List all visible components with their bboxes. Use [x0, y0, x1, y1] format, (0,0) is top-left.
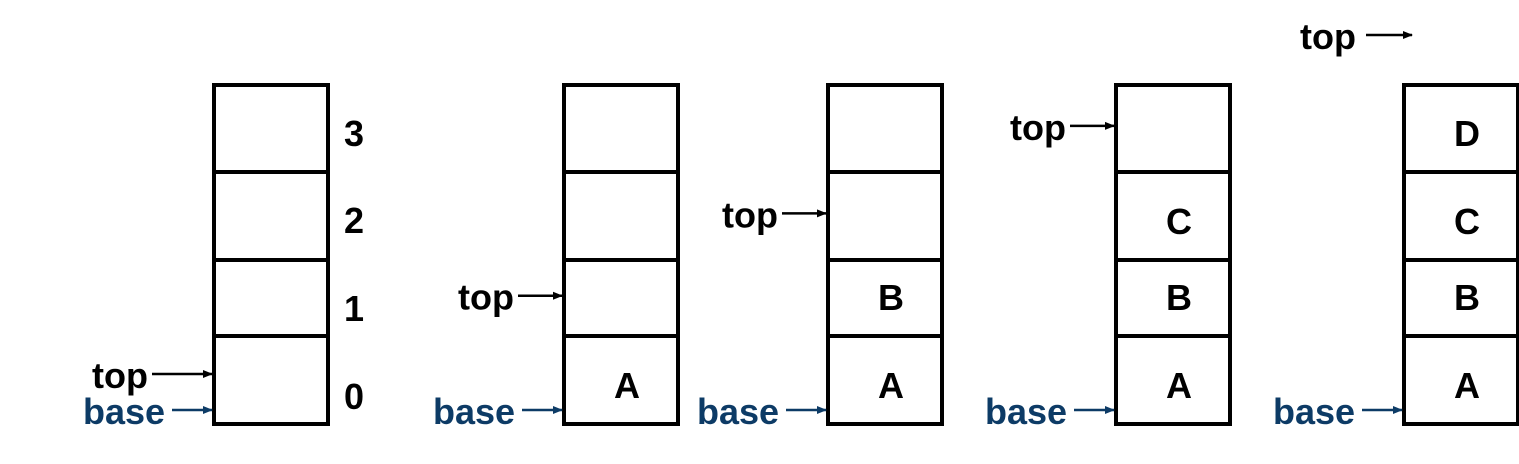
top-label: top: [92, 355, 148, 396]
index-label: 1: [344, 288, 364, 329]
cell-value: B: [1166, 277, 1192, 318]
cell-value: B: [1454, 277, 1480, 318]
cell-value: B: [878, 277, 904, 318]
stack-cell: [1114, 83, 1232, 174]
cell-value: A: [878, 365, 904, 406]
cell-value: A: [1166, 365, 1192, 406]
stack-cell: [212, 170, 330, 262]
index-labels: 3 2 1 0: [344, 113, 364, 417]
stack-cell: [212, 83, 330, 174]
base-label: base: [83, 391, 165, 432]
base-label: base: [433, 391, 515, 432]
stack-cell: [1402, 83, 1519, 174]
stack-cell: [212, 334, 330, 426]
cell-value: D: [1454, 113, 1480, 154]
stack-cell: [562, 83, 680, 174]
cell-value: C: [1166, 201, 1192, 242]
stack-cell: [1402, 170, 1519, 262]
stack-cell: [1114, 258, 1232, 338]
stack-cell: [1114, 334, 1232, 426]
stack-cell: [562, 258, 680, 338]
index-label: 0: [344, 376, 364, 417]
base-label: base: [697, 391, 779, 432]
stack-cell: [1402, 334, 1519, 426]
index-label: 2: [344, 200, 364, 241]
top-label: top: [458, 277, 514, 318]
stack-cell: [562, 334, 680, 426]
top-label: top: [1010, 107, 1066, 148]
cell-value: C: [1454, 201, 1480, 242]
top-label: top: [1300, 16, 1356, 57]
base-label: base: [1273, 391, 1355, 432]
stack-cell: [826, 170, 944, 262]
cell-value: A: [614, 365, 640, 406]
index-label: 3: [344, 113, 364, 154]
top-label: top: [722, 194, 778, 235]
base-label: base: [985, 391, 1067, 432]
stack-cell: [826, 334, 944, 426]
cell-value: A: [1454, 365, 1480, 406]
stack-cell: [826, 83, 944, 174]
stack-cell: [212, 258, 330, 338]
stack-cell: [562, 170, 680, 262]
